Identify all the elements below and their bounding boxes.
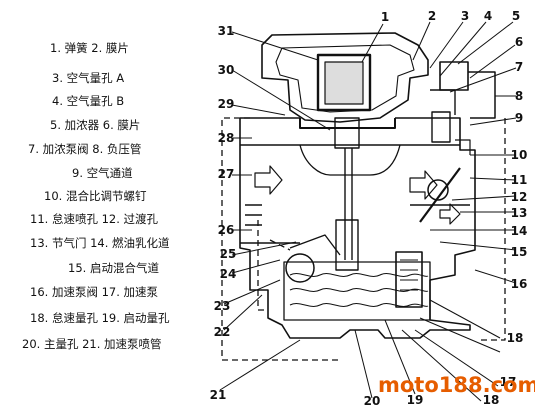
legend-item: 18. 怠速量孔 19. 启动量孔 (30, 311, 170, 325)
legend-item: 9. 空气通道 (72, 166, 133, 180)
callout-label: 19 (406, 393, 424, 407)
legend-item: 4. 空气量孔 B (52, 94, 125, 108)
callout-label: 11 (510, 173, 528, 187)
callout-label: 9 (514, 111, 524, 125)
main-needle (344, 148, 353, 260)
legend-item: 15. 启动混合气道 (68, 261, 159, 275)
callout-label: 17 (499, 375, 517, 389)
top-cover (261, 32, 429, 123)
watermark-text: moto188.com (378, 373, 535, 397)
airflow-arrow-outlet (409, 170, 438, 200)
callout-label: 10 (510, 148, 528, 162)
callout-label: 27 (217, 167, 235, 181)
pump-diaphragm (285, 253, 315, 283)
callout-label: 4 (483, 9, 493, 23)
leader-lines (219, 21, 517, 402)
callout-label: 2 (427, 9, 437, 23)
float-bowl (283, 261, 431, 321)
diaphragm (299, 118, 396, 129)
callout-label: 15 (510, 245, 528, 259)
callout-label: 6 (514, 35, 524, 49)
callout-label: 29 (217, 97, 235, 111)
callout-label: 18 (506, 331, 524, 345)
callout-label: 26 (217, 223, 235, 237)
callout-label: 21 (209, 388, 227, 402)
callout-label: 16 (510, 277, 528, 291)
top-cover-inner (275, 44, 415, 113)
legend-item: 1. 弹簧 2. 膜片 (50, 41, 129, 55)
venturi (299, 144, 401, 176)
legend-item: 16. 加速泵阀 17. 加速泵 (30, 285, 159, 299)
callout-label: 20 (363, 394, 381, 408)
enricher (439, 61, 469, 91)
legend-item: 3. 空气量孔 A (52, 71, 125, 85)
callout-label: 28 (217, 131, 235, 145)
callout-label: 3 (460, 9, 470, 23)
callout-label: 8 (514, 89, 524, 103)
legend-item: 7. 加浓泵阀 8. 负压管 (28, 142, 142, 156)
throttle-valve (427, 179, 449, 201)
callout-label: 30 (217, 63, 235, 77)
callout-label: 1 (380, 10, 390, 24)
vacuum-passage-right (480, 118, 506, 341)
callout-label: 23 (213, 299, 231, 313)
callout-label: 12 (510, 190, 528, 204)
legend-item: 11. 怠速喷孔 12. 过渡孔 (30, 212, 159, 226)
callout-label: 25 (219, 247, 237, 261)
airflow-arrow-lower (439, 203, 461, 225)
callout-label: 31 (217, 24, 235, 38)
accelerator-pump (395, 251, 423, 308)
callout-label: 14 (510, 224, 528, 238)
callout-label: 7 (514, 60, 524, 74)
legend-item: 20. 主量孔 21. 加速泵喷管 (22, 337, 162, 351)
vacuum-passage-left (221, 117, 340, 361)
callout-label: 24 (219, 267, 237, 281)
callout-label: 18 (482, 393, 500, 407)
vacuum-tube (468, 71, 496, 119)
callout-label: 5 (511, 9, 521, 23)
airflow-arrow-inlet (254, 165, 283, 195)
idle-ports (245, 204, 262, 226)
legend-item: 5. 加浓器 6. 膜片 (50, 118, 141, 132)
legend-item: 10. 混合比调节螺钉 (44, 189, 147, 203)
callout-label: 13 (510, 206, 528, 220)
legend-item: 13. 节气门 14. 燃油乳化道 (30, 236, 170, 250)
callout-label: 22 (213, 325, 231, 339)
